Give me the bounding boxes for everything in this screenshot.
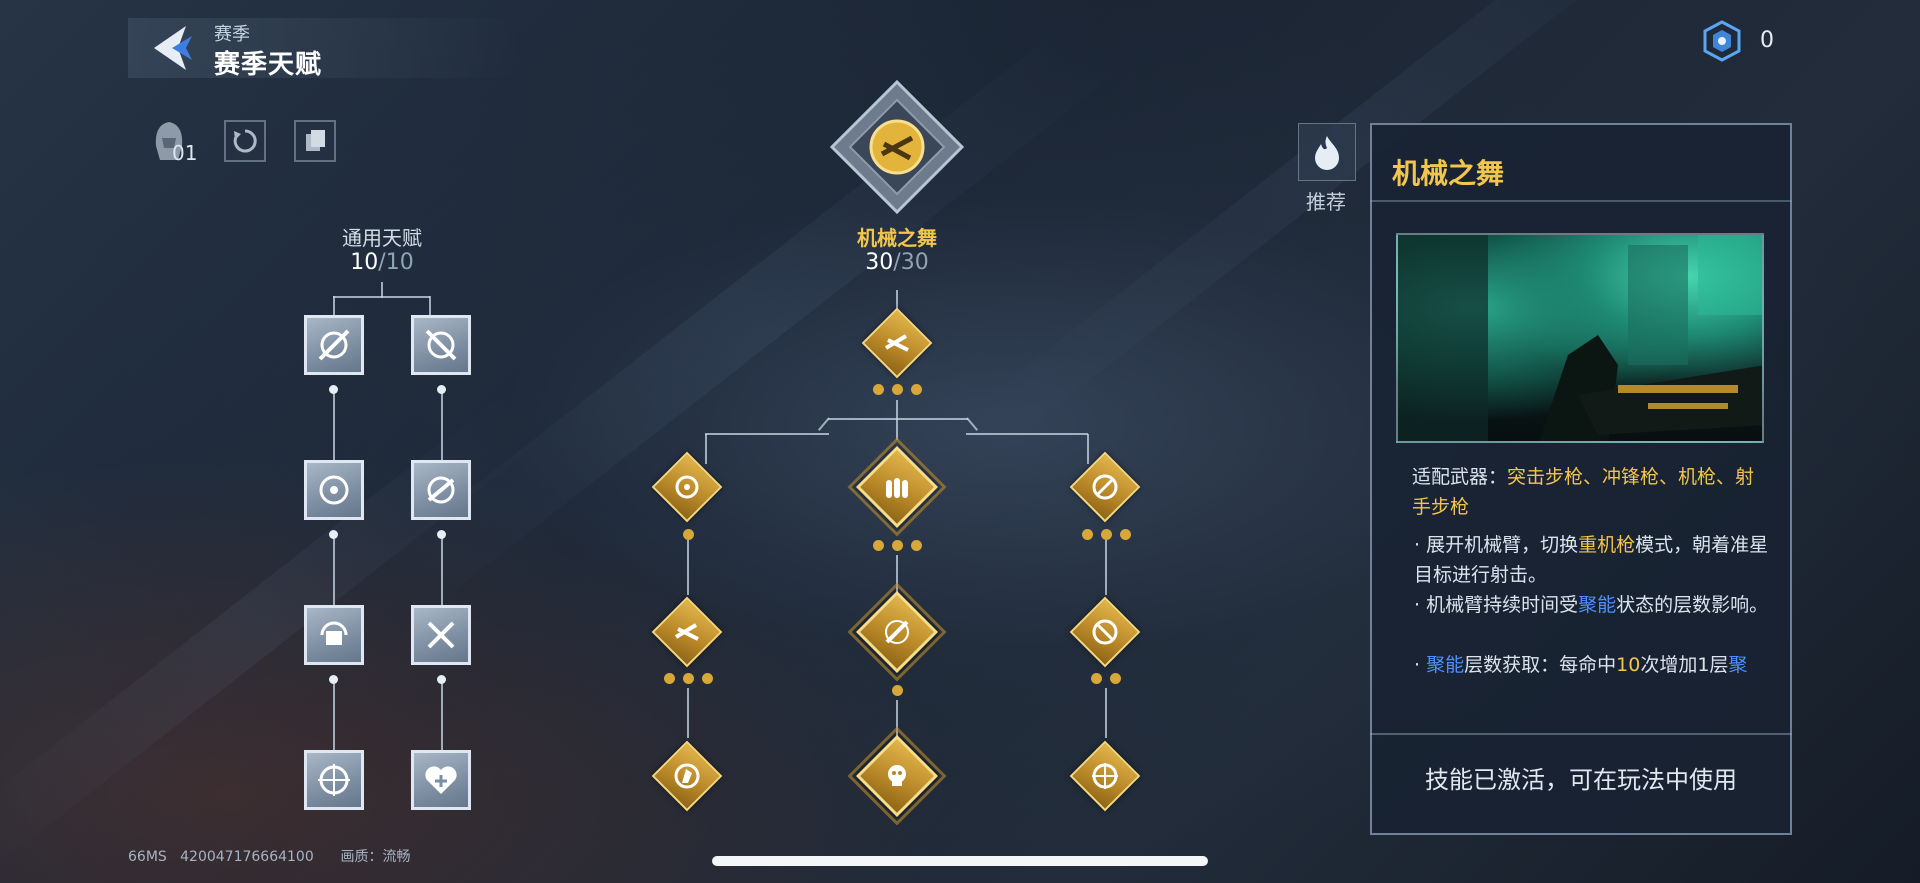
tree-talent-node[interactable]	[1069, 740, 1141, 812]
reset-button[interactable]	[224, 120, 266, 162]
skull-icon	[888, 765, 906, 786]
header-category: 赛季	[214, 24, 250, 45]
tree-talent-node[interactable]	[651, 596, 723, 668]
tree-title: 机械之舞	[857, 226, 937, 250]
general-talent-node[interactable]	[411, 315, 471, 375]
back-button[interactable]	[148, 22, 196, 74]
burst-icon	[427, 476, 455, 504]
tree-talent-node-root[interactable]	[861, 307, 933, 379]
tree-talent-node[interactable]	[1069, 596, 1141, 668]
description-3: · 聚能层数获取：每命中10次增加1层聚	[1414, 654, 1748, 676]
general-talent-count: 10/10	[350, 250, 414, 275]
recommend-label: 推荐	[1306, 190, 1346, 214]
helmet-icon	[155, 122, 183, 160]
general-talent-node[interactable]	[304, 460, 364, 520]
back-arrow-icon	[154, 26, 192, 70]
crossed-blades-icon	[885, 620, 909, 644]
skill-status-text: 技能已激活，可在玩法中使用	[1425, 766, 1737, 794]
ammo-icon	[886, 478, 908, 498]
tree-talent-node[interactable]	[651, 740, 723, 812]
burst-icon	[425, 329, 457, 361]
status-bar: 66MS 420047176664100 画质：流畅	[128, 846, 410, 866]
reset-icon	[233, 129, 257, 153]
ping-text: 66MS	[128, 849, 167, 865]
tree-talent-node[interactable]	[847, 726, 947, 826]
flame-icon	[1315, 136, 1339, 170]
blade-icon	[427, 621, 455, 649]
talent-point-icon	[1702, 20, 1742, 62]
talent-point-count: 0	[1760, 28, 1774, 53]
loadout-slot-button[interactable]	[152, 120, 194, 166]
uid-text: 420047176664100	[180, 849, 314, 865]
detail-title: 机械之舞	[1392, 157, 1505, 190]
general-talent-node[interactable]	[411, 605, 471, 665]
tree-emblem	[829, 79, 965, 215]
reload-icon	[320, 621, 348, 645]
general-talent-title: 通用天赋	[342, 226, 422, 250]
target-icon	[1092, 763, 1118, 789]
no-shoot-icon	[1092, 619, 1118, 645]
mech-arm-icon	[884, 334, 909, 352]
mech-dance-emblem-icon	[829, 79, 965, 215]
general-talent-node[interactable]	[411, 750, 471, 810]
copy-icon	[306, 130, 325, 151]
mech-arm-icon	[674, 623, 699, 641]
description-2: · 机械臂持续时间受聚能状态的层数影响。	[1414, 594, 1769, 616]
home-indicator[interactable]	[712, 856, 1208, 866]
tree-talent-node[interactable]	[651, 451, 723, 523]
divider	[1370, 733, 1792, 735]
horse-icon	[674, 763, 700, 789]
preview-scene	[1398, 235, 1762, 441]
skill-preview-image	[1396, 233, 1764, 443]
general-talent-node[interactable]	[304, 605, 364, 665]
loadout-slot-label: 01	[172, 141, 198, 165]
general-talent-node[interactable]	[304, 315, 364, 375]
crosshair-icon	[319, 475, 349, 505]
general-talent-node[interactable]	[304, 750, 364, 810]
heart-plus-icon	[425, 766, 457, 794]
no-shoot-icon	[1092, 474, 1118, 500]
page-title: 赛季天赋	[214, 50, 323, 80]
header-plate	[128, 18, 518, 78]
general-talent-node[interactable]	[411, 460, 471, 520]
quality-text: 画质：流畅	[340, 849, 411, 865]
recommend-button[interactable]	[1298, 123, 1356, 181]
target-icon	[318, 764, 350, 796]
tree-count: 30/30	[865, 250, 929, 275]
tree-talent-node[interactable]	[847, 437, 947, 537]
crosshair-icon	[675, 475, 699, 499]
tree-talent-node[interactable]	[847, 582, 947, 682]
tree-talent-node[interactable]	[1069, 451, 1141, 523]
weapons-text: 适配武器：突击步枪、冲锋枪、机枪、射手步枪	[1412, 466, 1755, 518]
divider	[1370, 200, 1792, 202]
copy-button[interactable]	[294, 120, 336, 162]
burst-icon	[318, 329, 350, 361]
description-1: · 展开机械臂，切换重机枪模式，朝着准星目标进行射击。	[1414, 534, 1769, 586]
